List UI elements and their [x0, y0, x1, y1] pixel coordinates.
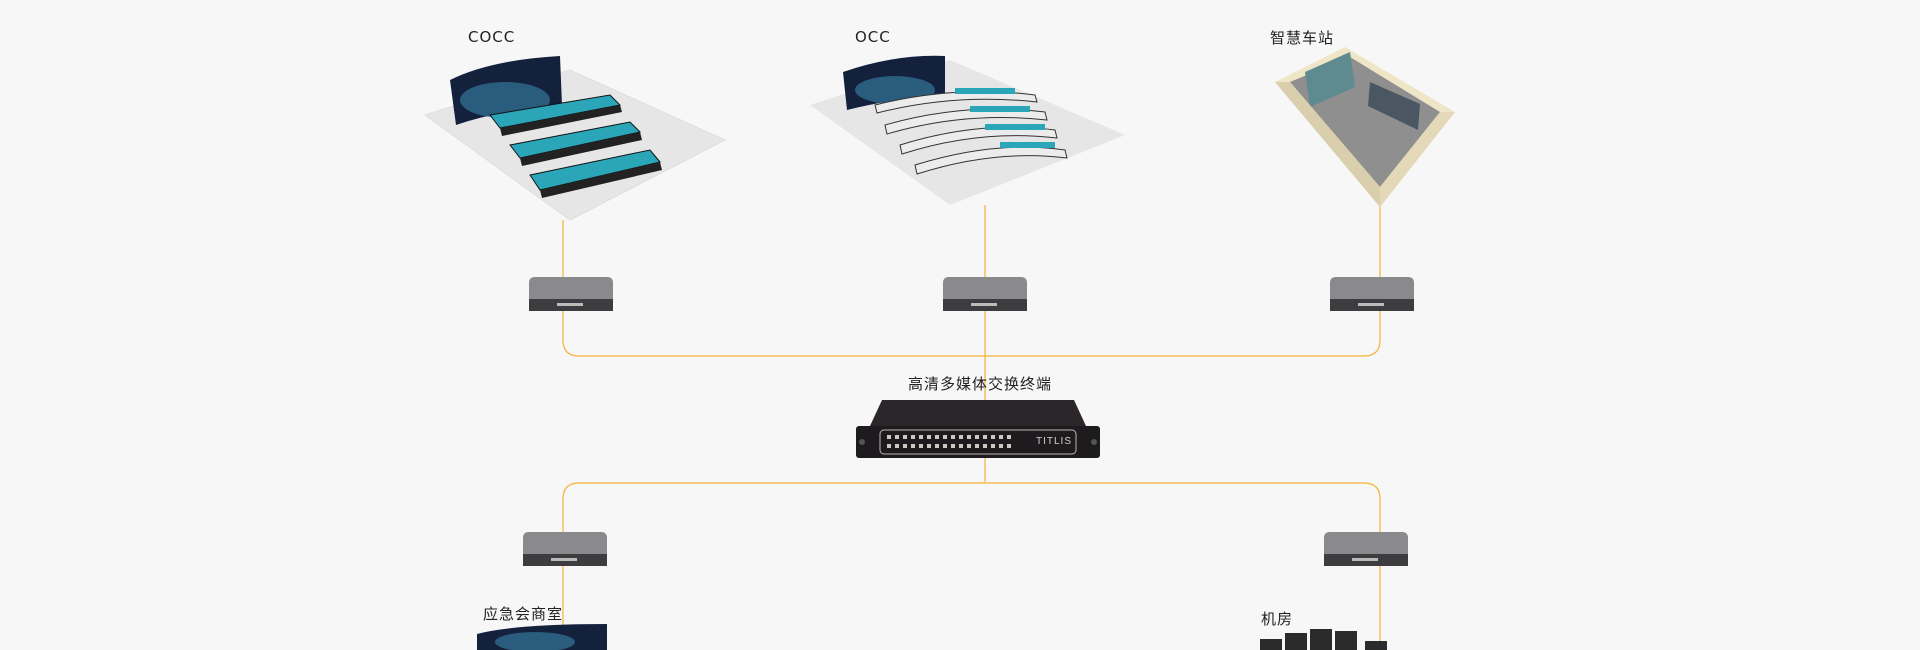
- emergency-room-illustration[interactable]: [475, 622, 610, 650]
- station-window: [1305, 52, 1355, 107]
- multimedia-switch-terminal[interactable]: TITLIS: [854, 398, 1102, 460]
- machine-room-illustration[interactable]: [1255, 625, 1405, 650]
- emergency-label: 应急会商室: [483, 605, 564, 623]
- cocc-room-illustration[interactable]: [420, 50, 730, 225]
- switch-brand-text: TITLIS: [1036, 436, 1073, 447]
- upper-bus-line: [562, 205, 1381, 357]
- edge-device-station[interactable]: [1328, 275, 1416, 313]
- occ-room-illustration[interactable]: [805, 50, 1130, 210]
- station-screens: [1368, 82, 1420, 130]
- edge-device-machine-room[interactable]: [1322, 530, 1410, 568]
- edge-device-emergency[interactable]: [521, 530, 609, 568]
- edge-device-occ[interactable]: [941, 275, 1029, 313]
- switch-label: 高清多媒体交换终端: [908, 375, 1053, 393]
- lower-bus-line: [562, 482, 1381, 650]
- switch-chassis: [856, 400, 1100, 458]
- machine-room-label: 机房: [1261, 610, 1294, 628]
- station-label: 智慧车站: [1270, 29, 1335, 47]
- station-room-illustration[interactable]: [1270, 42, 1460, 212]
- occ-label: OCC: [855, 28, 891, 46]
- edge-device-cocc[interactable]: [527, 275, 615, 313]
- cocc-label: COCC: [468, 28, 516, 46]
